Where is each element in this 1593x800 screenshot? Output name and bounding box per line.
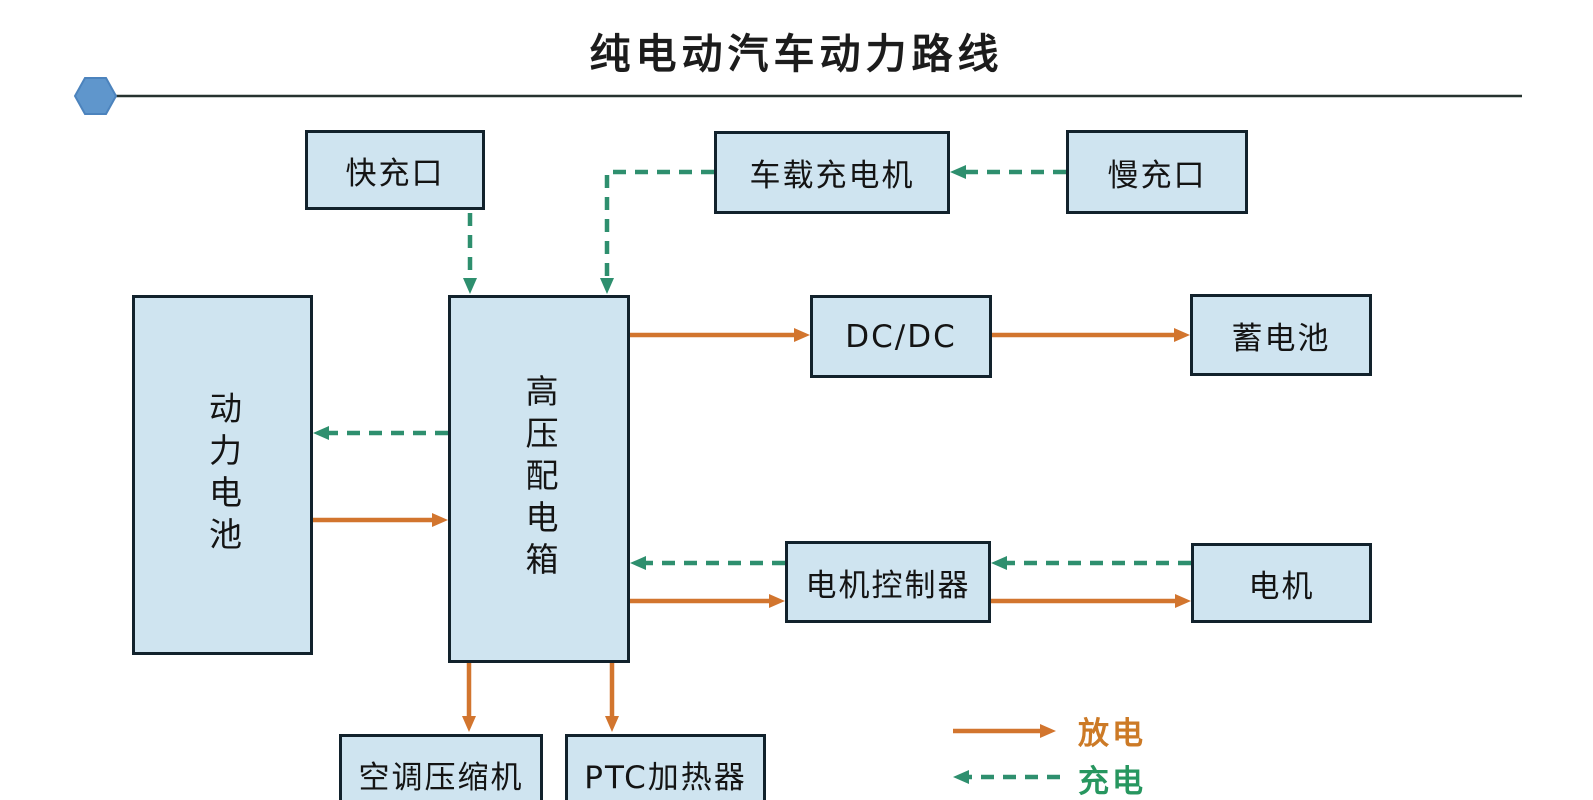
node-motor: 电机 [1191, 543, 1372, 623]
legend-discharge-label: 放电 [1078, 716, 1146, 752]
node-fast-charge-port-label: 快充口 [345, 155, 445, 192]
node-ac-compressor-label: 空调压缩机 [358, 759, 524, 796]
node-motor-controller: 电机控制器 [785, 541, 991, 623]
node-aux-battery-label: 蓄电池 [1231, 320, 1331, 357]
node-motor-label: 电机 [1248, 568, 1315, 605]
node-hv-distribution-box: 高压配电箱 [448, 295, 630, 663]
node-dcdc: DC/DC [810, 295, 992, 378]
charge-arrow-charger-to-pdu [600, 169, 714, 294]
node-ptc-heater: PTC加热器 [565, 734, 766, 800]
node-hv-distribution-box-label: 高压配电箱 [520, 374, 559, 584]
node-power-battery-label: 动力电池 [203, 391, 243, 559]
node-dcdc-label: DC/DC [845, 318, 957, 355]
divider-hexagon-icon [73, 77, 118, 115]
node-ptc-heater-label: PTC加热器 [584, 759, 747, 796]
diagram-title: 纯电动汽车动力路线 [589, 30, 1004, 78]
node-power-battery: 动力电池 [132, 295, 313, 655]
node-ac-compressor: 空调压缩机 [339, 734, 543, 800]
node-slow-charge-port: 慢充口 [1066, 130, 1248, 214]
node-onboard-charger-label: 车载充电机 [749, 158, 915, 194]
legend-charge-label: 充电 [1078, 764, 1146, 800]
node-aux-battery: 蓄电池 [1190, 294, 1372, 376]
node-onboard-charger: 车载充电机 [714, 131, 950, 214]
node-fast-charge-port: 快充口 [305, 130, 485, 210]
node-slow-charge-port-label: 慢充口 [1107, 157, 1207, 194]
node-motor-controller-label: 电机控制器 [805, 567, 971, 604]
